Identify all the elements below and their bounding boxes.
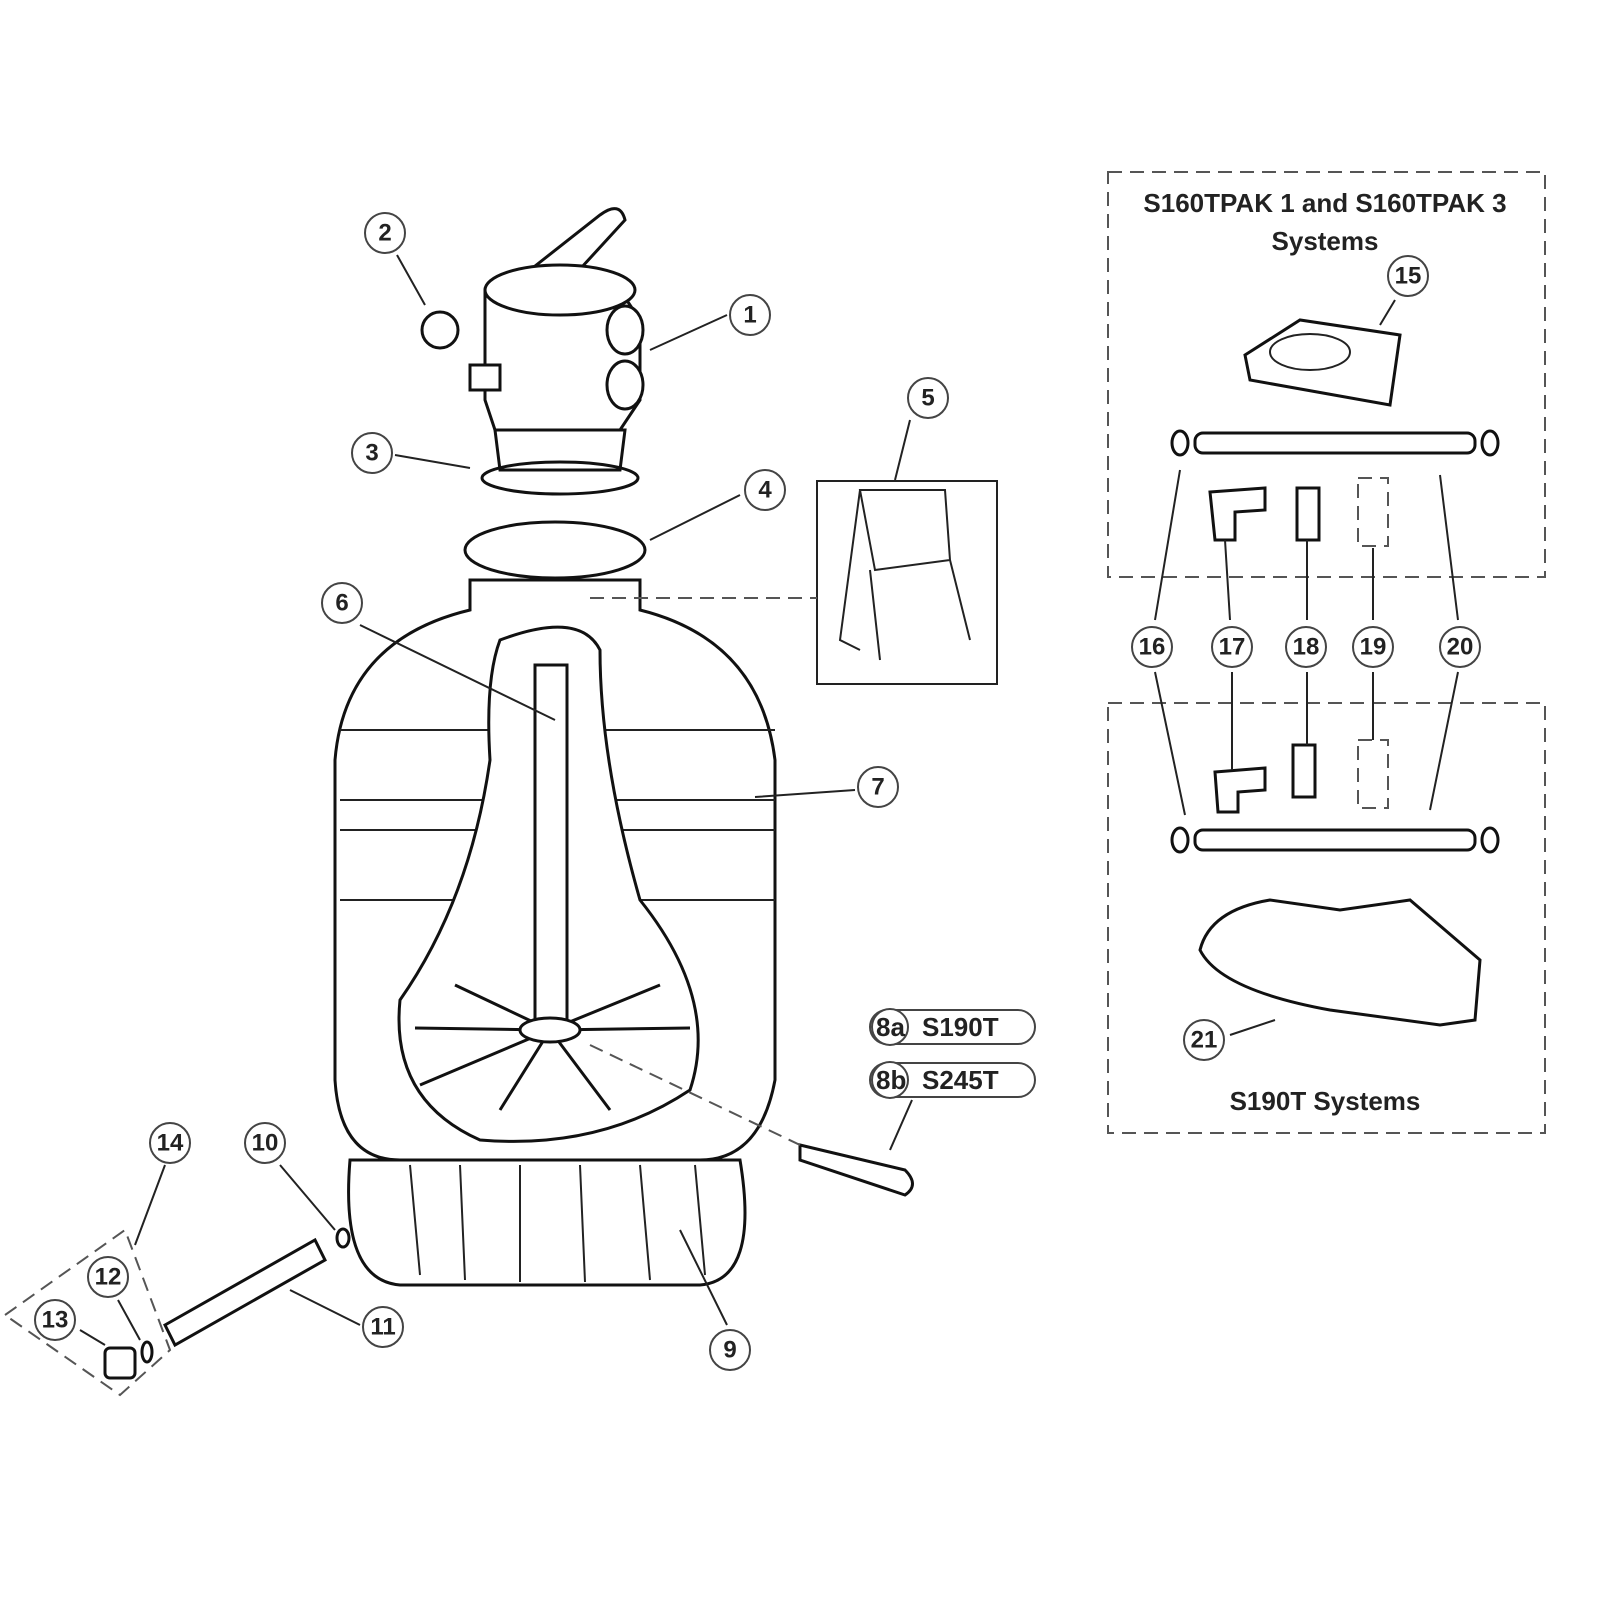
callout-4: 4 [744, 469, 786, 511]
drain-pipe [163, 1237, 327, 1348]
svg-text:S190T: S190T [922, 1012, 999, 1042]
svg-text:17: 17 [1219, 634, 1246, 661]
elbow-fitting-lower [1213, 766, 1267, 814]
variant-8a: 8a S190T [869, 1008, 1036, 1046]
callout-21: 21 [1183, 1019, 1225, 1061]
mount-rail-bottom [1193, 828, 1477, 852]
mount-rail-top [1193, 431, 1477, 455]
nipple-fitting-lower [1291, 743, 1317, 799]
svg-text:1: 1 [743, 302, 756, 329]
svg-text:10: 10 [252, 1130, 279, 1157]
drain-cap-o-ring [140, 1340, 154, 1364]
callout-3: 3 [351, 432, 393, 474]
svg-text:8b: 8b [876, 1065, 906, 1095]
svg-text:19: 19 [1360, 634, 1387, 661]
s160tpak-group-subtitle: Systems [1272, 226, 1379, 256]
svg-text:12: 12 [95, 1264, 122, 1291]
variant-8b: 8b S245T [869, 1061, 1036, 1099]
callout-13: 13 [34, 1299, 76, 1341]
callout-10: 10 [244, 1122, 286, 1164]
svg-text:6: 6 [335, 590, 348, 617]
callout-12: 12 [87, 1256, 129, 1298]
s160tpak-group-box [1107, 171, 1546, 578]
callout-6: 6 [321, 582, 363, 624]
warning-sign [838, 489, 971, 661]
multiport-valve [420, 207, 645, 472]
s160tpak-group-title: S160TPAK 1 and S160TPAK 3 [1143, 188, 1506, 218]
callout-14: 14 [149, 1122, 191, 1164]
s190t-group-title: S190T Systems [1230, 1086, 1421, 1116]
svg-text:15: 15 [1395, 263, 1422, 290]
svg-text:14: 14 [157, 1130, 184, 1157]
svg-text:4: 4 [758, 477, 772, 504]
callout-7: 7 [857, 766, 899, 808]
callout-15: 15 [1387, 255, 1429, 297]
svg-text:16: 16 [1139, 634, 1166, 661]
drain-o-ring [335, 1227, 351, 1249]
nipple-fitting [1295, 486, 1321, 542]
callout-5: 5 [907, 377, 949, 419]
svg-text:21: 21 [1191, 1027, 1218, 1054]
callout-2: 2 [364, 212, 406, 254]
valve-o-ring [480, 460, 640, 496]
base-pan [1198, 898, 1482, 1027]
warning-sign-box [816, 480, 998, 685]
callout-17: 17 [1211, 626, 1253, 668]
svg-text:7: 7 [871, 774, 884, 801]
svg-text:8a: 8a [876, 1012, 905, 1042]
callout-9: 9 [709, 1329, 751, 1371]
filter-tank [333, 578, 777, 1287]
callout-11: 11 [362, 1306, 404, 1348]
callout-19: 19 [1352, 626, 1394, 668]
svg-text:5: 5 [921, 385, 934, 412]
svg-text:9: 9 [723, 1337, 736, 1364]
svg-text:20: 20 [1447, 634, 1474, 661]
callout-18: 18 [1285, 626, 1327, 668]
drain-kit-group [3, 1228, 172, 1397]
drain-cap [103, 1346, 137, 1380]
callout-1: 1 [729, 294, 771, 336]
svg-text:13: 13 [42, 1307, 69, 1334]
callout-16: 16 [1131, 626, 1173, 668]
lateral [798, 1143, 914, 1197]
svg-text:3: 3 [365, 440, 378, 467]
callout-20: 20 [1439, 626, 1481, 668]
svg-text:11: 11 [370, 1314, 395, 1341]
svg-text:18: 18 [1293, 634, 1320, 661]
elbow-fitting [1208, 486, 1267, 542]
pump-mount-plate [1243, 318, 1402, 407]
svg-text:S245T: S245T [922, 1065, 999, 1095]
tank-neck-o-ring [463, 520, 647, 580]
svg-text:2: 2 [378, 220, 391, 247]
s190t-group-box [1107, 702, 1546, 1134]
